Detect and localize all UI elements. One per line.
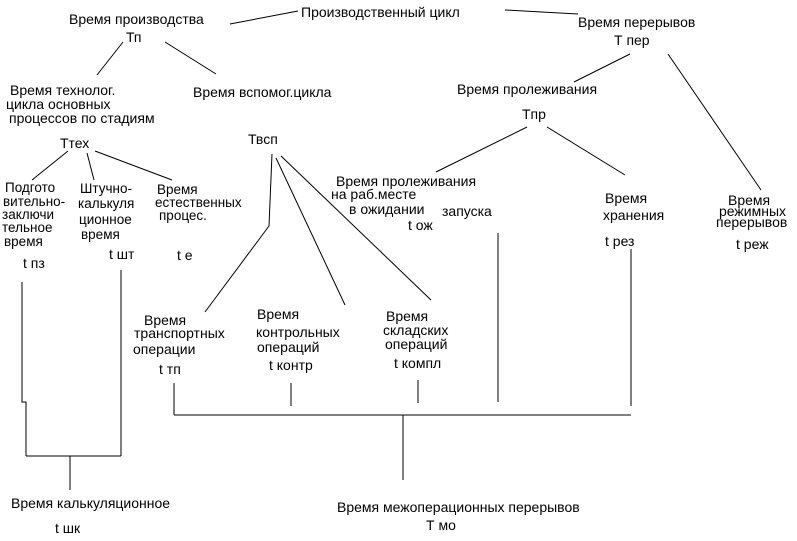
node-calc-time: Время калькуляционное	[11, 495, 171, 511]
node-piece-line2: калькуля	[78, 196, 135, 211]
node-transport-symbol: t тп	[159, 361, 181, 377]
edge-tech-piece	[86, 152, 95, 181]
edge-aux-control	[275, 157, 346, 306]
node-tech-cycle-line1: Время технолог.	[10, 82, 116, 98]
node-regime-line2: режимных	[719, 203, 787, 219]
node-regime-line1: Время	[728, 192, 771, 208]
edge-production-aux	[164, 41, 217, 75]
node-regime-line3: перерывов	[716, 214, 788, 230]
node-interop-time: Время межоперационных перерывов	[337, 499, 580, 515]
node-control-line3: операций	[257, 339, 320, 355]
node-piece-symbol: t шт	[109, 246, 135, 262]
node-production-time-symbol: Тп	[126, 29, 142, 45]
node-tech-cycle-line2: цикла основных	[6, 96, 111, 112]
node-natural-line1: Время	[157, 182, 198, 197]
node-wait-symbol: t ож	[408, 217, 433, 233]
node-production-time: Время производства	[69, 11, 204, 27]
node-warehouse-line3: операций	[385, 336, 448, 352]
node-natural-symbol: t е	[177, 247, 193, 263]
node-storage-line1: Время	[605, 190, 648, 206]
node-regime-symbol: t реж	[736, 236, 769, 252]
edge-tech-natural	[94, 150, 173, 181]
node-warehouse-line1: Время	[386, 308, 429, 324]
node-warehouse-symbol: t компл	[394, 355, 442, 371]
node-prep-line5: время	[4, 234, 43, 249]
edge-tech-prep	[31, 150, 69, 181]
node-wait-line2: на раб.месте	[331, 186, 417, 202]
node-lying-time: Время пролеживания	[457, 81, 598, 97]
edge-aux-transport	[204, 153, 273, 313]
node-prep-line1: Подгото	[5, 180, 56, 195]
node-transport-line2: транспортных	[134, 325, 225, 341]
node-breaks-time-symbol: Т пер	[614, 32, 650, 48]
edge-cycle-breaks	[504, 9, 579, 15]
node-prep-symbol: t пз	[23, 255, 45, 271]
node-breaks-time: Время перерывов	[578, 14, 696, 30]
node-aux-cycle: Время вспомог.цикла	[193, 84, 332, 100]
edge-lying-storage	[546, 126, 626, 176]
node-production-cycle: Производственный цикл	[301, 4, 460, 20]
node-tech-cycle-symbol: Ттех	[60, 135, 90, 151]
edge-production-tech	[96, 41, 124, 76]
node-piece-line3: ционное	[79, 212, 132, 227]
node-lying-time-symbol: Tпр	[522, 106, 546, 122]
node-storage-line2: хранения	[603, 207, 665, 223]
node-calc-time-symbol: t шк	[55, 520, 81, 536]
edge-breaks-regime	[667, 53, 762, 191]
node-wait-line4: запуска	[442, 203, 492, 219]
node-prep-line2: вительно-	[3, 194, 66, 209]
node-wait-line3: в ожидании	[349, 201, 425, 217]
node-prep-line4: тельное	[2, 220, 53, 235]
node-interop-time-symbol: Т мо	[426, 517, 456, 533]
node-control-line1: Время	[257, 306, 300, 322]
node-control-symbol: t контр	[269, 357, 313, 373]
node-natural-line3: процес.	[159, 208, 207, 223]
node-warehouse-line2: складских	[383, 322, 449, 338]
edge-breaks-lying	[573, 53, 631, 83]
node-transport-line3: операции	[133, 341, 196, 357]
node-piece-line4: время	[81, 227, 120, 242]
node-wait-line1: Время пролеживания	[336, 173, 477, 189]
edge-prep-calc	[21, 282, 27, 456]
node-storage-symbol: t рез	[605, 233, 635, 249]
edge-cycle-production	[229, 10, 299, 25]
node-control-line2: контрольных	[256, 324, 340, 340]
node-piece-line1: Штучно-	[80, 181, 132, 196]
node-aux-cycle-symbol: Твсп	[248, 131, 278, 147]
node-prep-line3: заключи	[2, 207, 55, 222]
edge-lying-wait	[435, 126, 528, 173]
node-transport-line1: Время	[144, 312, 187, 328]
edge-aux-warehouse	[280, 155, 432, 301]
node-tech-cycle-line3: процессов по стадиям	[9, 110, 155, 126]
node-natural-line2: естественных	[155, 195, 242, 210]
